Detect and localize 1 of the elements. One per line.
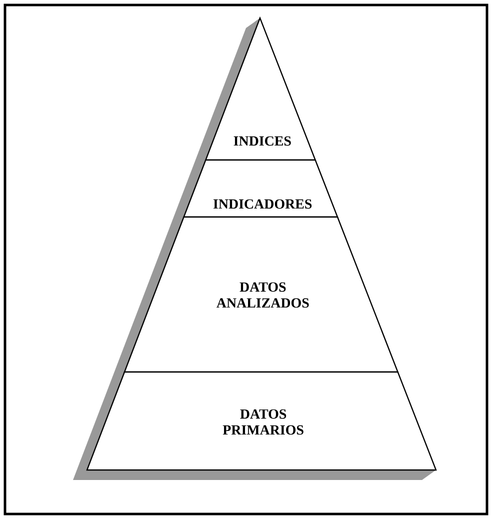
pyramid-level: DATOS PRIMARIOS — [86, 371, 437, 471]
